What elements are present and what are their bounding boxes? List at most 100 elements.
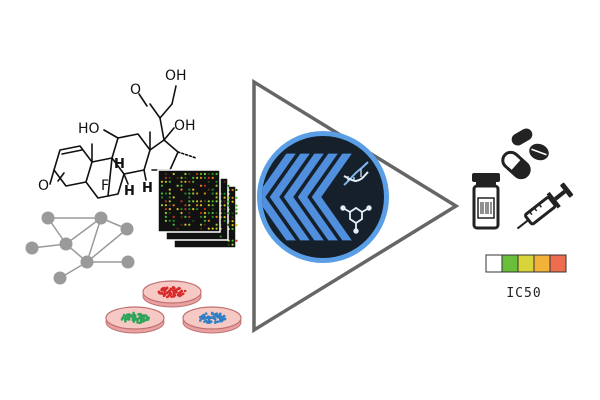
microarray-spot (180, 176, 183, 179)
cell-dot (220, 318, 223, 322)
microarray-spot (196, 172, 199, 176)
microarray-spot (215, 196, 218, 199)
microarray-spot (211, 227, 214, 230)
cell-dot (163, 292, 167, 296)
microarray-spot (188, 188, 191, 191)
microarray-spot (176, 176, 179, 179)
ic50-swatch (533, 254, 551, 273)
microarray-spot (207, 176, 210, 179)
microarray-spot (172, 215, 175, 218)
microarray-spot (188, 211, 191, 215)
cell-dot (131, 318, 135, 322)
microarray-spot (215, 227, 218, 230)
microarray-spot (188, 204, 191, 207)
cell-dot (212, 316, 216, 320)
microarray-spot (160, 184, 164, 187)
cell-dot (169, 287, 173, 291)
microarray-spot (219, 235, 222, 238)
ic50-label: IC50 (506, 286, 541, 301)
microarray-spot (223, 204, 226, 207)
atom-label-h-c9: H (114, 157, 125, 172)
network-node (120, 222, 134, 236)
network-node (94, 211, 108, 225)
cell-dot (218, 312, 222, 316)
cell-dot (133, 314, 137, 317)
molecule-atom-labels: OH O OH HO H H H F O (38, 68, 196, 199)
cell-dot (136, 319, 139, 322)
microarray-spot (227, 204, 230, 207)
microarray-spot (164, 172, 167, 176)
microarray-spot (227, 223, 230, 226)
microarray-spot (168, 192, 171, 195)
microarray-spot (176, 184, 179, 187)
microarray-spot (164, 200, 167, 203)
microarray-spot (235, 208, 238, 211)
cell-dot (204, 312, 208, 315)
microarray-spot (227, 184, 230, 187)
pill-bottle-icon (472, 173, 500, 230)
cell-dot (140, 315, 144, 319)
microarray-spot (211, 208, 214, 211)
microarray-spot (196, 192, 199, 195)
cell-dot (181, 292, 185, 296)
cell-dot (208, 315, 211, 319)
network-node (41, 211, 55, 225)
microarray-spot (231, 239, 234, 242)
atom-label-o-ring: O (38, 178, 49, 194)
cell-dot (172, 291, 176, 295)
microarray-spot (211, 192, 214, 195)
cell-dot (205, 316, 209, 320)
network-graph (25, 211, 135, 285)
microarray-spot (180, 180, 183, 183)
cell-dot (127, 317, 131, 321)
microarray-spot (164, 204, 167, 207)
atom-label-f: F (101, 178, 109, 194)
microarray-spot (164, 219, 167, 222)
cell-dot (160, 288, 164, 291)
cell-dot (172, 286, 175, 289)
microarray-spot (215, 215, 218, 218)
microarray-spot (215, 192, 218, 195)
atom-label-h-c14: H (142, 181, 153, 196)
microarray-spot (199, 211, 203, 215)
microarray-spot (207, 204, 210, 207)
network-node (80, 255, 94, 269)
microarray-spot (215, 184, 218, 187)
microarray-spot (164, 211, 167, 215)
microarray-spot (164, 208, 167, 211)
microarray-spot (192, 180, 195, 183)
microarray-spot (211, 215, 214, 218)
microarray-spot (207, 227, 210, 230)
cell-dot (141, 320, 145, 323)
microarray-spot (192, 192, 195, 195)
cell-dot (216, 320, 220, 324)
microarray-spot (231, 227, 234, 231)
microarray-spot (227, 196, 230, 199)
microarray-spot (172, 223, 175, 226)
microarray-spot (192, 176, 195, 179)
chevron-icon (262, 152, 355, 242)
network-node (25, 241, 39, 255)
microarray-spot (164, 192, 167, 195)
cell-dot (177, 286, 181, 290)
microarray-spot (231, 220, 234, 223)
microarray-spot (199, 172, 203, 176)
microarray-spot (184, 204, 187, 207)
microarray-spot (203, 200, 206, 203)
atom-label-h-c8: H (124, 184, 135, 199)
ic50-swatch (501, 254, 519, 273)
cell-dot (211, 312, 214, 316)
microarray-spot (184, 215, 187, 218)
microarray-spot (199, 184, 203, 187)
molecule-icon (340, 205, 372, 234)
microarray-spot (235, 196, 238, 199)
microarray-spot (180, 211, 183, 215)
microarray-spot (207, 200, 210, 203)
microarray-spot (188, 192, 191, 195)
microarray-spot (160, 192, 164, 195)
microarray-spot (196, 176, 199, 179)
microarray-spot (180, 208, 183, 211)
microarray-spot (231, 243, 234, 246)
cell-dot (219, 315, 223, 318)
